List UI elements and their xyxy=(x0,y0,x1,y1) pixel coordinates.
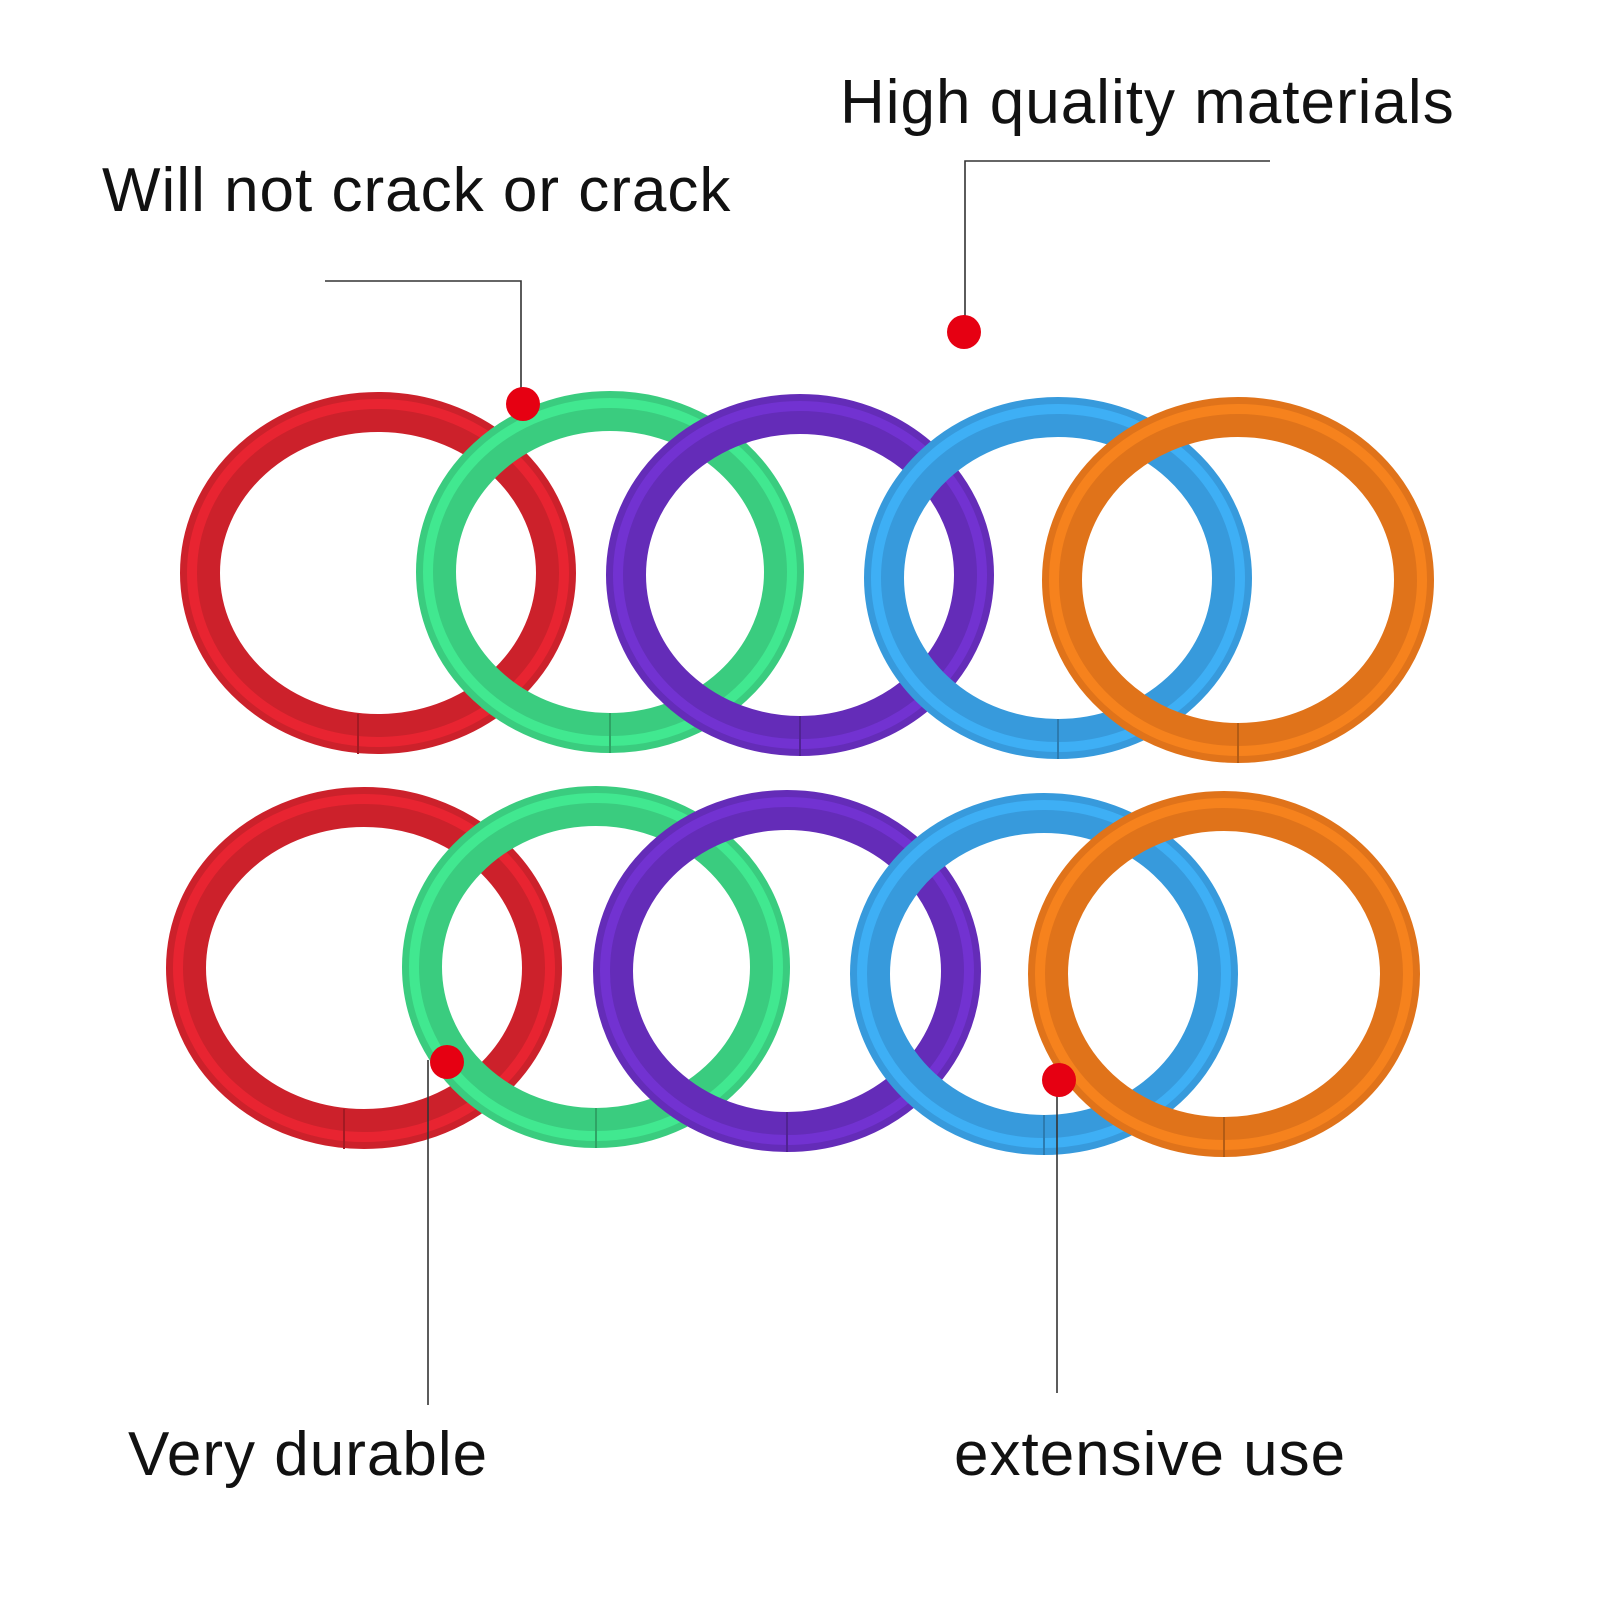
ring-band xyxy=(180,392,576,754)
callout-will-not-crack: Will not crack or crack xyxy=(102,156,732,225)
ring-highlight xyxy=(187,399,569,747)
ring-orange-row2 xyxy=(1028,791,1420,1157)
callout-very-durable: Very durable xyxy=(128,1420,489,1489)
ring-orange-row1 xyxy=(1042,397,1434,763)
ring-band xyxy=(166,787,562,1149)
callout-high-quality-materials: High quality materials xyxy=(840,68,1455,137)
callout-markers xyxy=(430,315,1076,1097)
leader-lines xyxy=(325,160,1270,1405)
callout-extensive-use: extensive use xyxy=(954,1420,1347,1489)
ring-purple-row2 xyxy=(593,790,981,1152)
marker-dot-high-quality xyxy=(947,315,981,349)
marker-dot-durable xyxy=(430,1045,464,1079)
binder-rings xyxy=(166,391,1434,1157)
ring-highlight xyxy=(173,794,555,1142)
leader-line-no-crack xyxy=(325,280,522,402)
marker-dot-extensive xyxy=(1042,1063,1076,1097)
ring-blue-row2 xyxy=(850,793,1238,1155)
ring-red-row2 xyxy=(166,787,562,1149)
ring-green-row1 xyxy=(416,391,804,753)
ring-red-row1 xyxy=(180,392,576,754)
ring-green-row2 xyxy=(402,786,790,1148)
marker-dot-no-crack xyxy=(506,387,540,421)
ring-purple-row1 xyxy=(606,394,994,756)
ring-blue-row1 xyxy=(864,397,1252,759)
leader-line-high-quality xyxy=(964,160,1270,322)
